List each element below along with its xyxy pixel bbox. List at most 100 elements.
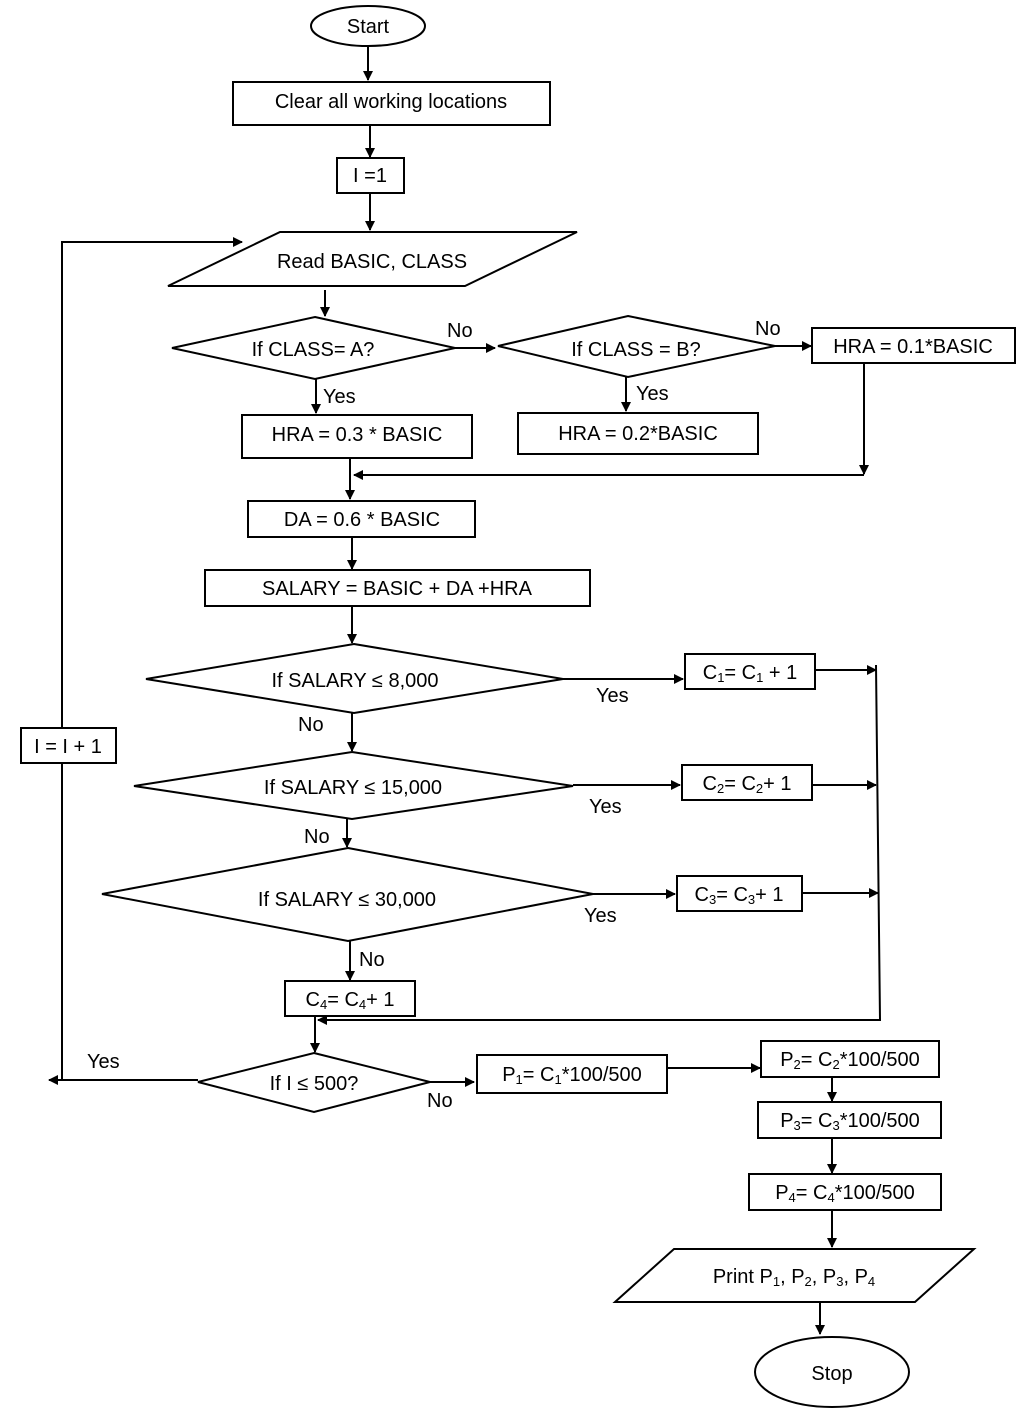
- node-hra-03: HRA = 0.3 * BASIC: [241, 414, 473, 459]
- node-c4-label: C4= C4+ 1: [306, 989, 395, 1012]
- label-sal-8000-yes: Yes: [596, 685, 629, 707]
- text-part: C: [306, 989, 320, 1011]
- text-part: = C: [327, 989, 359, 1011]
- node-class-b-label: If CLASS = B?: [571, 339, 701, 361]
- subscript: 1: [773, 1274, 780, 1289]
- subscript: 2: [794, 1057, 801, 1072]
- edge-bus-merge: [317, 664, 882, 1025]
- node-salary-label: SALARY = BASIC + DA +HRA: [262, 578, 533, 600]
- node-sal-8000-label: If SALARY ≤ 8,000: [271, 670, 438, 692]
- subscript: 4: [868, 1274, 875, 1289]
- label-class-a-yes: Yes: [323, 386, 356, 408]
- node-hra-01-label: HRA = 0.1*BASIC: [833, 336, 993, 358]
- node-p3-label: P3= C3*100/500: [780, 1110, 920, 1133]
- text-part: P: [780, 1049, 793, 1071]
- text-part: *100/500: [562, 1064, 642, 1086]
- text-part: = C: [523, 1064, 555, 1086]
- node-hra-03-label: HRA = 0.3 * BASIC: [272, 424, 443, 446]
- text-part: P: [780, 1110, 793, 1132]
- text-part: = C: [724, 662, 756, 684]
- subscript: 3: [832, 1118, 839, 1133]
- text-part: *100/500: [840, 1110, 920, 1132]
- edge-loop-back: [61, 237, 243, 1080]
- node-print: Print P1, P2, P3, P4: [612, 1248, 977, 1303]
- node-p2-label: P2= C2*100/500: [780, 1049, 920, 1072]
- subscript: 2: [832, 1057, 839, 1072]
- text-part: C: [703, 662, 717, 684]
- label-class-a-no: No: [447, 320, 473, 342]
- node-da-label: DA = 0.6 * BASIC: [284, 509, 440, 531]
- node-inc-label: I = I + 1: [34, 736, 102, 758]
- text-part: = C: [796, 1182, 828, 1204]
- text-part: + 1: [755, 884, 783, 906]
- label-class-b-no: No: [755, 318, 781, 340]
- node-sal-30000: If SALARY ≤ 30,000: [101, 846, 594, 943]
- node-da: DA = 0.6 * BASIC: [247, 500, 476, 538]
- node-p2: P2= C2*100/500: [760, 1040, 940, 1078]
- node-clear-label: Clear all working locations: [275, 91, 507, 113]
- text-part: , P: [843, 1266, 867, 1288]
- label-class-b-yes: Yes: [636, 383, 669, 405]
- node-salary: SALARY = BASIC + DA +HRA: [204, 569, 591, 607]
- subscript: 1: [516, 1072, 523, 1087]
- subscript: 4: [359, 997, 366, 1012]
- text-part: = C: [716, 884, 748, 906]
- text-part: = C: [724, 773, 756, 795]
- node-sal-30000-label: If SALARY ≤ 30,000: [258, 889, 436, 911]
- node-hra-02: HRA = 0.2*BASIC: [517, 412, 759, 455]
- node-c2: C2= C2+ 1: [681, 764, 813, 801]
- node-class-a: If CLASS= A?: [171, 315, 456, 381]
- node-start-label: Start: [347, 16, 390, 38]
- node-c1-label: C1= C1 + 1: [703, 662, 798, 685]
- connectors: [48, 46, 882, 1335]
- subscript: 3: [794, 1118, 801, 1133]
- node-c4: C4= C4+ 1: [284, 980, 416, 1017]
- node-c1: C1= C1 + 1: [684, 653, 816, 690]
- subscript: 2: [805, 1274, 812, 1289]
- node-stop: Stop: [754, 1336, 910, 1408]
- text-part: = C: [801, 1049, 833, 1071]
- node-c3: C3= C3+ 1: [676, 875, 803, 912]
- node-inc: I = I + 1: [20, 727, 117, 764]
- subscript: 4: [827, 1190, 834, 1205]
- label-sal-15000-yes: Yes: [589, 796, 622, 818]
- node-p1: P1= C1*100/500: [476, 1054, 668, 1094]
- subscript: 1: [717, 670, 724, 685]
- text-part: Print P: [713, 1266, 773, 1288]
- node-read-label: Read BASIC, CLASS: [277, 251, 467, 273]
- label-loop-yes: Yes: [87, 1051, 120, 1073]
- label-sal-30000-yes: Yes: [584, 905, 617, 927]
- node-c3-label: C3= C3+ 1: [695, 884, 784, 907]
- node-p4-label: P4= C4*100/500: [775, 1182, 915, 1205]
- label-sal-8000-no: No: [298, 714, 324, 736]
- edge-labels: No No Yes Yes Yes No Yes No Yes No Yes N…: [87, 318, 781, 1112]
- subscript: 3: [836, 1274, 843, 1289]
- subscript: 2: [756, 781, 763, 796]
- text-part: *100/500: [840, 1049, 920, 1071]
- node-read: Read BASIC, CLASS: [167, 231, 578, 287]
- text-part: + 1: [366, 989, 394, 1011]
- node-sal-8000: If SALARY ≤ 8,000: [145, 642, 564, 715]
- node-print-label: Print P1, P2, P3, P4: [713, 1266, 875, 1289]
- label-sal-15000-no: No: [304, 826, 330, 848]
- node-stop-label: Stop: [811, 1363, 852, 1385]
- node-start: Start: [310, 5, 426, 47]
- label-loop-no: No: [427, 1090, 453, 1112]
- node-class-a-label: If CLASS= A?: [252, 339, 375, 361]
- text-part: C: [703, 773, 717, 795]
- node-p1-label: P1= C1*100/500: [502, 1064, 642, 1087]
- node-hra-01: HRA = 0.1*BASIC: [811, 327, 1016, 364]
- node-clear: Clear all working locations: [232, 81, 551, 126]
- subscript: 1: [554, 1072, 561, 1087]
- node-loop-check-label: If I ≤ 500?: [270, 1073, 359, 1095]
- subscript: 3: [748, 892, 755, 907]
- node-sal-15000-label: If SALARY ≤ 15,000: [264, 777, 442, 799]
- node-p4: P4= C4*100/500: [748, 1173, 942, 1211]
- node-p3: P3= C3*100/500: [757, 1101, 942, 1139]
- text-part: = C: [801, 1110, 833, 1132]
- label-sal-30000-no: No: [359, 949, 385, 971]
- text-part: , P: [780, 1266, 804, 1288]
- subscript: 3: [709, 892, 716, 907]
- node-init: I =1: [336, 157, 405, 194]
